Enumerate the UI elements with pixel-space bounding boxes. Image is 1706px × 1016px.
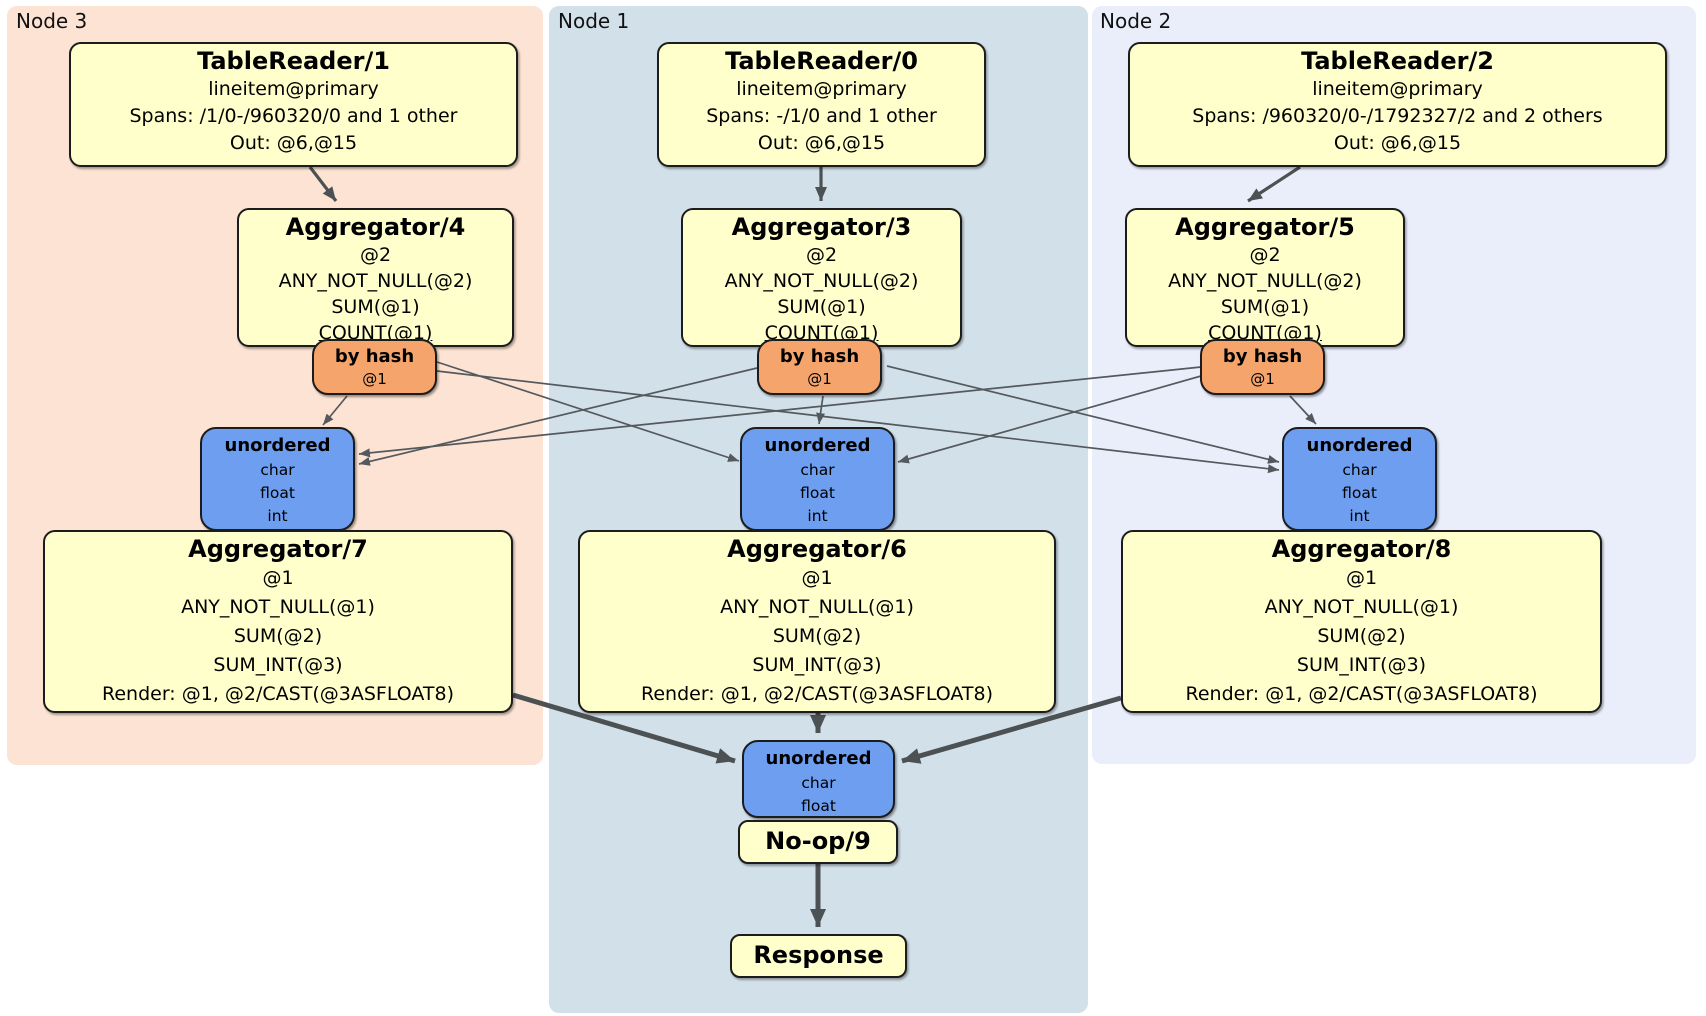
sync-column: float (1342, 484, 1377, 502)
aggregator-8-box: Aggregator/8 @1 ANY_NOT_NULL(@1) SUM(@2)… (1121, 530, 1602, 713)
sync-title: unordered (765, 748, 872, 769)
processor-title: Aggregator/3 (731, 213, 912, 241)
processor-detail: lineitem@primary (736, 78, 907, 100)
hash-router-node1: by hash @1 (757, 339, 882, 395)
sync-title: unordered (224, 435, 331, 456)
processor-detail: SUM(@1) (331, 296, 420, 318)
router-detail: @1 (807, 370, 832, 388)
processor-title: TableReader/2 (1301, 47, 1494, 75)
processor-detail: COUNT(@1) (764, 322, 879, 344)
processor-detail: Spans: -/1/0 and 1 other (706, 105, 937, 127)
processor-detail: Render: @1, @2/CAST(@3ASFLOAT8) (641, 683, 993, 705)
processor-detail: Render: @1, @2/CAST(@3ASFLOAT8) (102, 683, 454, 705)
processor-detail: Render: @1, @2/CAST(@3ASFLOAT8) (1185, 683, 1538, 705)
tablereader-1-box: TableReader/1 lineitem@primary Spans: /1… (69, 42, 518, 167)
router-title: by hash (334, 346, 415, 367)
sync-column: float (801, 797, 836, 815)
processor-title: TableReader/1 (197, 47, 390, 75)
node3-label: Node 3 (16, 9, 88, 33)
processor-detail: Out: @6,@15 (229, 132, 358, 154)
processor-detail: COUNT(@1) (318, 322, 433, 344)
unordered-sync-node2: unordered char float int (1282, 427, 1437, 531)
sync-column: int (807, 507, 828, 525)
router-title: by hash (1222, 346, 1303, 367)
sync-title: unordered (764, 435, 871, 456)
processor-detail: @1 (262, 567, 294, 589)
processor-detail: SUM_INT(@3) (213, 654, 343, 676)
aggregator-6-box: Aggregator/6 @1 ANY_NOT_NULL(@1) SUM(@2)… (578, 530, 1056, 713)
processor-detail: lineitem@primary (1312, 78, 1483, 100)
processor-detail: lineitem@primary (208, 78, 379, 100)
processor-detail: ANY_NOT_NULL(@2) (278, 270, 473, 292)
hash-router-node2: by hash @1 (1200, 339, 1325, 395)
sync-column: char (800, 461, 835, 479)
processor-detail: ANY_NOT_NULL(@2) (724, 270, 919, 292)
aggregator-5-box: Aggregator/5 @2 ANY_NOT_NULL(@2) SUM(@1)… (1125, 208, 1405, 347)
noop-box: No-op/9 (738, 820, 898, 864)
response-box: Response (730, 934, 907, 978)
sync-column: char (801, 774, 836, 792)
processor-title: Aggregator/8 (1271, 535, 1452, 563)
router-title: by hash (779, 346, 860, 367)
processor-title: TableReader/0 (725, 47, 918, 75)
processor-detail: Out: @6,@15 (1333, 132, 1462, 154)
processor-detail: ANY_NOT_NULL(@1) (720, 596, 914, 618)
processor-title: Aggregator/5 (1175, 213, 1355, 241)
processor-detail: Spans: /1/0-/960320/0 and 1 other (129, 105, 458, 127)
processor-detail: @1 (801, 567, 833, 589)
unordered-sync-final: unordered char float (742, 740, 895, 818)
sync-column: char (1342, 461, 1377, 479)
aggregator-7-box: Aggregator/7 @1 ANY_NOT_NULL(@1) SUM(@2)… (43, 530, 513, 713)
processor-detail: COUNT(@1) (1208, 322, 1322, 344)
node1-label: Node 1 (558, 9, 630, 33)
processor-detail: @2 (805, 244, 838, 266)
sync-column: char (260, 461, 295, 479)
processor-detail: SUM(@2) (772, 625, 862, 647)
processor-detail: SUM(@2) (1317, 625, 1406, 647)
router-detail: @1 (1250, 370, 1275, 388)
sync-column: float (800, 484, 835, 502)
processor-title: Response (753, 941, 884, 969)
sync-title: unordered (1306, 435, 1413, 456)
processor-title: Aggregator/4 (285, 213, 466, 241)
aggregator-3-box: Aggregator/3 @2 ANY_NOT_NULL(@2) SUM(@1)… (681, 208, 962, 347)
processor-detail: Out: @6,@15 (757, 132, 886, 154)
tablereader-0-box: TableReader/0 lineitem@primary Spans: -/… (657, 42, 986, 167)
hash-router-node3: by hash @1 (312, 339, 437, 395)
processor-title: Aggregator/6 (727, 535, 907, 563)
sync-column: int (267, 507, 288, 525)
tablereader-2-box: TableReader/2 lineitem@primary Spans: /9… (1128, 42, 1667, 167)
processor-detail: ANY_NOT_NULL(@2) (1168, 270, 1362, 292)
unordered-sync-node3: unordered char float int (200, 427, 355, 531)
processor-detail: @2 (359, 244, 392, 266)
processor-detail: SUM_INT(@3) (752, 654, 882, 676)
processor-title: No-op/9 (765, 827, 871, 855)
processor-detail: @2 (1249, 244, 1281, 266)
processor-title: Aggregator/7 (188, 535, 368, 563)
aggregator-4-box: Aggregator/4 @2 ANY_NOT_NULL(@2) SUM(@1)… (237, 208, 514, 347)
processor-detail: ANY_NOT_NULL(@1) (1264, 596, 1459, 618)
processor-detail: SUM(@2) (233, 625, 323, 647)
sync-column: int (1349, 507, 1370, 525)
processor-detail: SUM(@1) (1220, 296, 1310, 318)
sync-column: float (260, 484, 295, 502)
processor-detail: SUM(@1) (777, 296, 866, 318)
processor-detail: ANY_NOT_NULL(@1) (181, 596, 375, 618)
processor-detail: SUM_INT(@3) (1296, 654, 1427, 676)
unordered-sync-node1: unordered char float int (740, 427, 895, 531)
processor-detail: Spans: /960320/0-/1792327/2 and 2 others (1192, 105, 1603, 127)
processor-detail: @1 (1345, 567, 1378, 589)
router-detail: @1 (362, 370, 387, 388)
node2-label: Node 2 (1100, 9, 1172, 33)
